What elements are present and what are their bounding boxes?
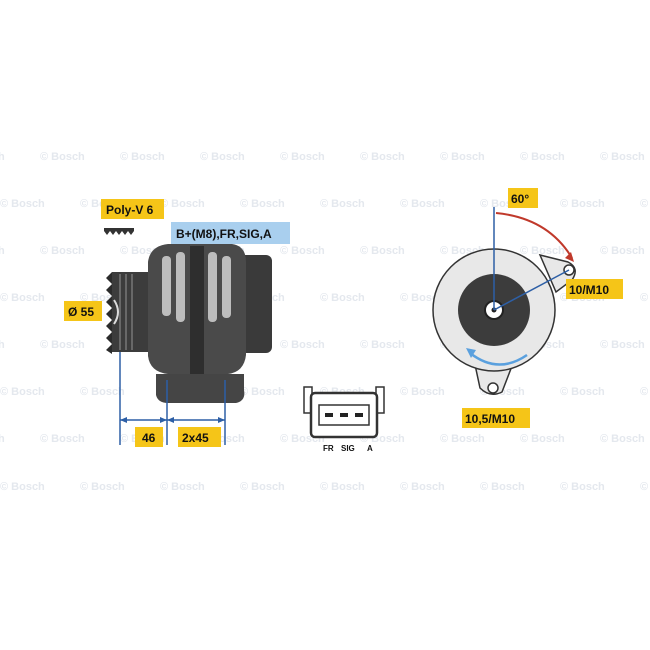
watermark-text: © Bosch — [280, 245, 325, 257]
terminal-label: B+(M8),FR,SIG,A — [171, 222, 290, 244]
watermark-text: © Bosch — [120, 151, 165, 163]
watermark-text: © Bosch — [240, 386, 285, 398]
pulley — [106, 272, 148, 354]
mounting-foot — [156, 374, 245, 403]
watermark-text: © Bosch — [640, 198, 650, 210]
watermark-text: © Bosch — [320, 481, 365, 493]
watermark-text: © Bosch — [0, 481, 45, 493]
bottom-mount-label: 10,5/M10 — [462, 408, 530, 428]
watermark-text: © Bosch — [560, 481, 605, 493]
belt-label-text: Poly-V 6 — [106, 203, 154, 217]
watermark-text: © Bosch — [320, 198, 365, 210]
watermark-text: © Bosch — [0, 433, 5, 445]
top-mount-text: 10/M10 — [569, 283, 609, 297]
watermark-text: © Bosch — [160, 198, 205, 210]
alternator-front-view — [432, 207, 576, 395]
watermark-text: © Bosch — [0, 292, 45, 304]
watermark-text: © Bosch — [640, 292, 650, 304]
watermark-text: © Bosch — [600, 151, 645, 163]
angle-label: 60° — [508, 188, 538, 208]
watermark-text: © Bosch — [160, 481, 205, 493]
alternator-side-view — [106, 244, 272, 445]
watermark-text: © Bosch — [40, 151, 85, 163]
watermark-text: © Bosch — [520, 245, 565, 257]
dimension-2x45-label: 2x45 — [178, 427, 221, 447]
watermark-text: © Bosch — [520, 433, 565, 445]
watermark-text: © Bosch — [440, 151, 485, 163]
watermark-text: © Bosch — [520, 151, 565, 163]
watermark-grid: © Bosch © Bosch © Bosch © Bosch © Bosch © Bos… — [0, 151, 650, 493]
angle-arc — [495, 212, 573, 259]
angle-text: 60° — [511, 192, 529, 206]
watermark-text: © Bosch — [0, 151, 5, 163]
cooling-fins — [162, 252, 231, 322]
watermark-text: © Bosch — [0, 198, 45, 210]
plug-connector — [303, 386, 385, 439]
poly-v-belt-icon — [104, 228, 134, 235]
watermark-text: © Bosch — [600, 339, 645, 351]
watermark-text: © Bosch — [640, 386, 650, 398]
connector-pin-fr: FR — [323, 444, 334, 453]
watermark-text: © Bosch — [360, 245, 405, 257]
dimension-46-text: 46 — [142, 431, 156, 445]
top-mount-label: 10/M10 — [566, 279, 623, 299]
watermark-text: © Bosch — [40, 339, 85, 351]
watermark-text: © Bosch — [200, 151, 245, 163]
pulley-diameter-text: Ø 55 — [68, 305, 94, 319]
watermark-text: © Bosch — [240, 481, 285, 493]
watermark-text: © Bosch — [400, 481, 445, 493]
watermark-text: © Bosch — [80, 481, 125, 493]
watermark-text: © Bosch — [240, 198, 285, 210]
watermark-text: © Bosch — [600, 245, 645, 257]
connector-pin-sig: SIG — [341, 444, 355, 453]
watermark-text: © Bosch — [360, 151, 405, 163]
watermark-text: © Bosch — [400, 198, 445, 210]
watermark-text: © Bosch — [600, 433, 645, 445]
watermark-text: © Bosch — [0, 339, 5, 351]
watermark-text: © Bosch — [400, 386, 445, 398]
watermark-text: © Bosch — [40, 433, 85, 445]
terminal-label-text: B+(M8),FR,SIG,A — [176, 227, 272, 241]
watermark-text: © Bosch — [360, 339, 405, 351]
rotation-arrow — [469, 352, 528, 366]
watermark-text: © Bosch — [480, 481, 525, 493]
watermark-text: © Bosch — [320, 292, 365, 304]
watermark-text: © Bosch — [440, 433, 485, 445]
belt-label: Poly-V 6 — [101, 199, 164, 219]
watermark-text: © Bosch — [0, 386, 45, 398]
pulley-diameter-label: Ø 55 — [64, 301, 102, 321]
watermark-text: © Bosch — [640, 481, 650, 493]
watermark-text: © Bosch — [280, 339, 325, 351]
dimension-2x45-text: 2x45 — [182, 431, 209, 445]
connector-pin-a: A — [367, 444, 373, 453]
watermark-text: © Bosch — [40, 245, 85, 257]
watermark-text: © Bosch — [80, 386, 125, 398]
watermark-text: © Bosch — [560, 386, 605, 398]
watermark-text: © Bosch — [280, 151, 325, 163]
watermark-text: © Bosch — [560, 198, 605, 210]
dimension-46-label: 46 — [135, 427, 163, 447]
bottom-mount-text: 10,5/M10 — [465, 412, 515, 426]
watermark-text: © Bosch — [0, 245, 5, 257]
